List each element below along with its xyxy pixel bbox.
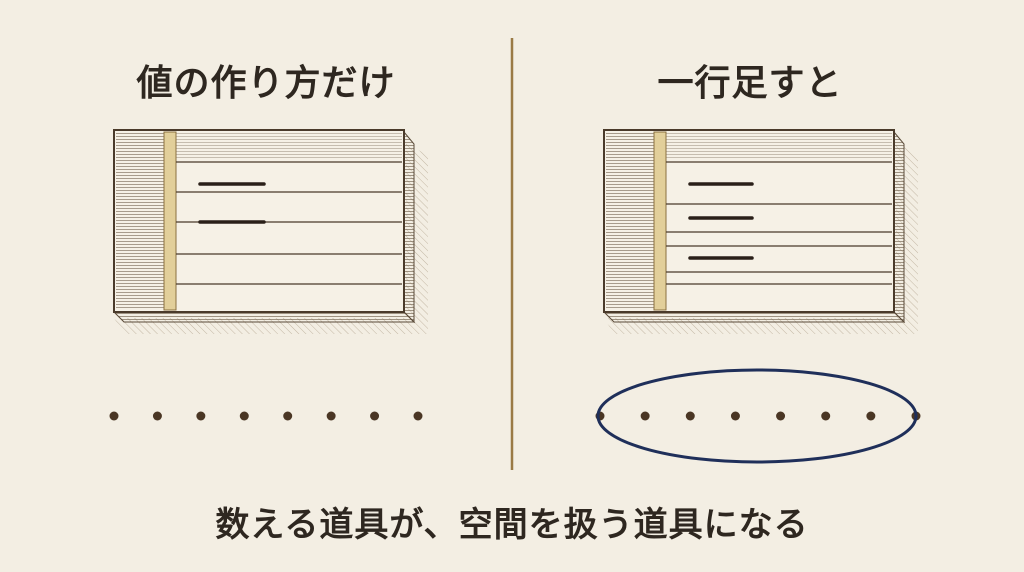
notebook-side-edge [893,130,905,324]
panel-title-right: 一行足すと [657,63,843,104]
notebook-top-hatch [654,132,892,158]
dot [866,411,876,421]
dot [326,411,336,421]
dot [776,411,786,421]
dot-row-left [109,411,423,421]
written-lines [688,182,754,260]
dot [413,411,423,421]
notebook-bottom-edge [112,311,416,323]
dot [730,411,740,421]
dot [370,411,380,421]
ruled-lines [666,161,892,285]
dot [152,411,162,421]
notebook-bottom-edge [602,311,906,323]
margin-stripe [163,131,177,311]
dot [196,411,206,421]
dot [109,411,119,421]
dot [821,411,831,421]
dot [640,411,650,421]
notebook-side-edge [403,130,415,324]
notebook-binding [116,132,164,310]
dot [239,411,249,421]
notebook-top-hatch [164,132,402,158]
dot-row-right [595,411,921,421]
written-lines [198,182,266,224]
enclosing-ellipse [596,368,918,464]
margin-stripe [653,131,667,311]
caption: 数える道具が、空間を扱う道具になる [215,505,809,545]
dot [685,411,695,421]
notebook-right [602,129,918,334]
notebook-left [112,129,428,334]
panel-title-left: 値の作り方だけ [136,63,396,104]
notebook-binding [606,132,654,310]
dot [283,411,293,421]
